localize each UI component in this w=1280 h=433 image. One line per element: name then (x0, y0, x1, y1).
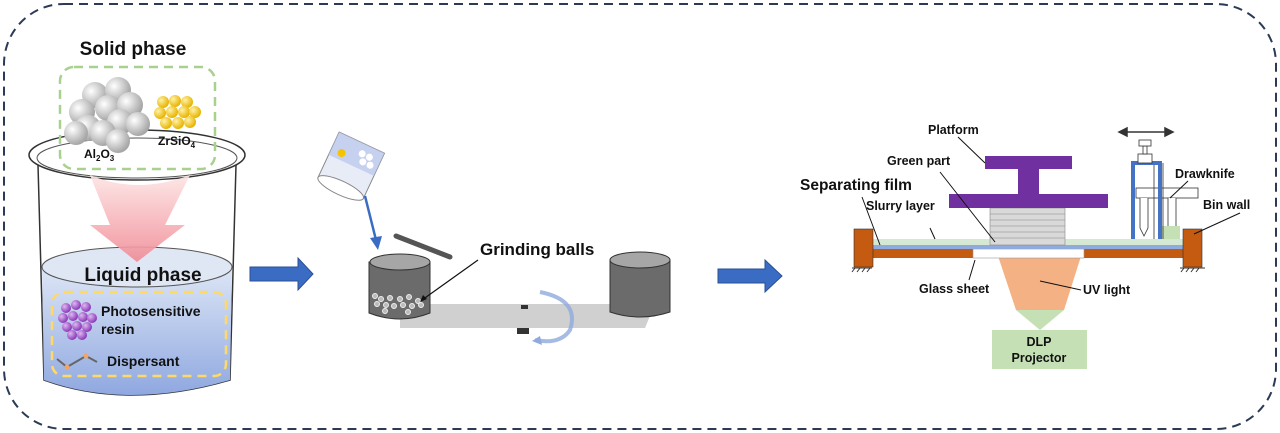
dispersant-icon (56, 353, 98, 370)
solid-phase-title: Solid phase (80, 39, 187, 60)
resin-label-line2: resin (101, 321, 134, 337)
liquid-phase-box (50, 290, 228, 378)
platform-label: Platform (928, 123, 979, 137)
tilted-container (317, 131, 386, 201)
move-arrow-icon (1117, 126, 1175, 138)
dispersant-label: Dispersant (107, 353, 180, 369)
dashed-frame (3, 3, 1277, 430)
bin-wall-left (853, 228, 874, 268)
separating-film (873, 245, 1183, 249)
green-part (989, 207, 1066, 246)
rotation-arrow-icon (534, 290, 574, 344)
flow-arrow-1 (249, 256, 314, 292)
pour-arrow-line (363, 195, 378, 241)
grinding-balls-label: Grinding balls (480, 240, 594, 259)
glass-sheet (972, 248, 1085, 259)
glass-sheet-label: Glass sheet (919, 282, 990, 296)
slurry-layer-label: Slurry layer (866, 199, 935, 213)
drawknife-label: Drawknife (1175, 167, 1235, 181)
dlp-printer (851, 126, 1241, 369)
rotating-plate (400, 304, 655, 328)
grinding-balls-leader (421, 259, 479, 301)
bin-floor-right (1084, 249, 1183, 258)
pour-arrow (90, 175, 190, 262)
uv-light-label: UV light (1083, 283, 1131, 297)
liquid (42, 267, 232, 395)
green-part-label: Green part (887, 154, 951, 168)
resin-particles (58, 300, 97, 340)
zrsio4-particles (154, 95, 201, 129)
al2o3-particles (64, 77, 150, 153)
flow-arrow-2 (717, 258, 783, 294)
projector-label-line1: DLP (1027, 335, 1052, 349)
solid-phase-box (58, 65, 217, 171)
bin-floor-left (873, 249, 973, 258)
axle-bottom (517, 328, 529, 334)
platform (949, 156, 1108, 208)
beaker (28, 129, 246, 396)
uv-light-cone (997, 253, 1082, 310)
resin-label-line1: Photosensitive (101, 303, 201, 319)
axle-top (521, 305, 528, 309)
separating-film-label: Separating film (800, 177, 912, 194)
projector-label-line2: Projector (1012, 351, 1067, 365)
jar-lid (393, 233, 453, 260)
bin-wall-right (1182, 228, 1203, 268)
zrsio4-label: ZrSiO4 (158, 134, 196, 150)
milling-jar-left (368, 253, 431, 320)
milling-jar-right (609, 251, 671, 318)
al2o3-label: Al2O3 (84, 147, 115, 163)
bin-wall-label: Bin wall (1203, 198, 1250, 212)
drawknife (1131, 139, 1199, 239)
liquid-phase-title: Liquid phase (84, 265, 201, 286)
pour-arrow-head (370, 236, 382, 250)
dlp-projector (992, 330, 1087, 369)
